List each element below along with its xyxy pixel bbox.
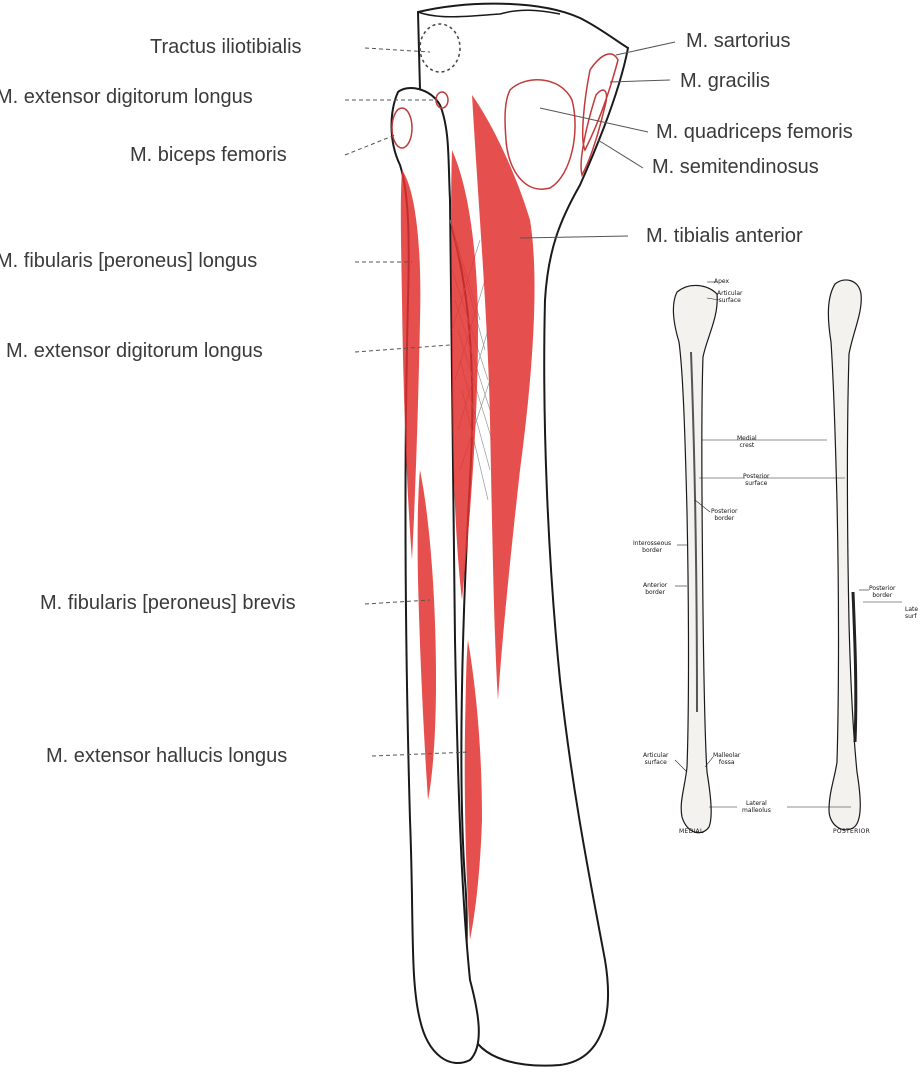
inset-label-apex: Apex: [714, 278, 729, 285]
label-fibularis-brevis: M. fibularis [peroneus] brevis: [40, 592, 296, 614]
label-extensor-digitorum-longus-top: M. extensor digitorum longus: [0, 86, 253, 108]
inset-label-medial-crest: Medial crest: [737, 435, 757, 449]
inset-label-malleolar-fossa: Malleolar fossa: [713, 752, 740, 766]
label-fibularis-longus: M. fibularis [peroneus] longus: [0, 250, 257, 272]
inset-label-posterior-border-a: Posterior border: [711, 508, 738, 522]
inset-label-interosseous-border: Interosseous border: [633, 540, 671, 554]
label-tractus-iliotibialis: Tractus iliotibialis: [150, 36, 302, 58]
label-sartorius: M. sartorius: [686, 30, 790, 52]
inset-view-medial: MEDIAL: [679, 828, 704, 835]
inset-label-articular-surface-bottom: Articular surface: [643, 752, 669, 766]
inset-label-lateral-surface-partial: Late surf: [905, 606, 918, 620]
label-biceps-femoris: M. biceps femoris: [130, 144, 287, 166]
label-extensor-hallucis-longus: M. extensor hallucis longus: [46, 745, 287, 767]
fibula-inset-drawing: [607, 262, 922, 860]
label-tibialis-anterior: M. tibialis anterior: [646, 225, 803, 247]
label-semitendinosus: M. semitendinosus: [652, 156, 819, 178]
inset-view-posterior: POSTERIOR: [833, 828, 870, 835]
inset-label-posterior-border-b: Posterior border: [869, 585, 896, 599]
inset-label-posterior-surface: Posterior surface: [743, 473, 770, 487]
label-gracilis: M. gracilis: [680, 70, 770, 92]
inset-label-articular-surface-top: Articular surface: [717, 290, 743, 304]
inset-label-anterior-border: Anterior border: [643, 582, 667, 596]
label-quadriceps-femoris: M. quadriceps femoris: [656, 121, 853, 143]
inset-label-lateral-malleolus: Lateral malleolus: [742, 800, 771, 814]
label-extensor-digitorum-longus-mid: M. extensor digitorum longus: [6, 340, 263, 362]
fibula-posterior-view: [828, 280, 861, 830]
fibula-inset: Apex Articular surface Medial crest Post…: [607, 262, 922, 860]
